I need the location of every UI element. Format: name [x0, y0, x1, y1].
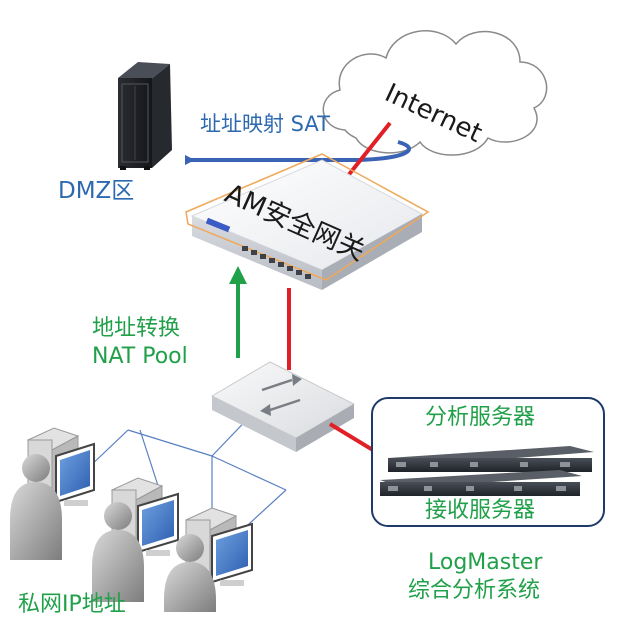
rack-server-icon — [380, 446, 594, 496]
analysis-server-label: 分析服务器 — [425, 405, 536, 430]
nat-label-line1: 地址转换 — [92, 316, 181, 341]
server-rack-icon — [118, 62, 172, 170]
user-workstation-icon — [92, 477, 179, 602]
logmaster-label-line1: LogMaster — [428, 550, 543, 575]
gateway-internet-link — [341, 121, 392, 184]
logmaster-label-line2: 综合分析系统 — [408, 578, 541, 603]
user-workstation-icon — [10, 427, 95, 560]
nat-arrow — [229, 266, 247, 358]
sat-label: 址址映射 SAT — [200, 112, 330, 136]
user-workstation-icon — [164, 507, 253, 612]
nat-label-line2: NAT Pool — [92, 344, 188, 369]
receive-server-label: 接收服务器 — [425, 498, 536, 523]
private-net-label: 私网IP地址 — [18, 592, 126, 617]
dmz-label: DMZ区 — [58, 178, 135, 204]
internet-cloud-icon — [322, 30, 548, 156]
network-switch-icon — [210, 361, 356, 452]
security-gateway-icon — [185, 153, 430, 290]
